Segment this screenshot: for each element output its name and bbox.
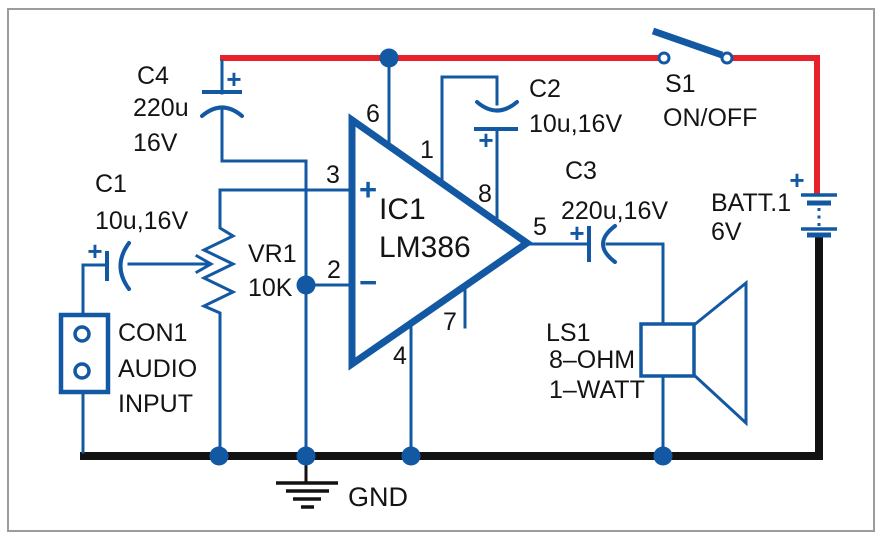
wiper-arrowhead-icon <box>194 253 215 275</box>
speaker-body <box>639 322 696 378</box>
con1-connector <box>58 312 111 395</box>
ls1-value-line1: 8–OHM <box>549 346 635 374</box>
capacitor-c4 <box>200 90 244 118</box>
c4-polarity-mark: + <box>226 64 241 94</box>
junction-dots <box>209 48 673 466</box>
opamp-triangle-icon <box>348 113 534 371</box>
vr1-ref-label: VR1 <box>248 240 297 268</box>
switch-contact-right-icon <box>720 51 734 65</box>
c1-curved-plate <box>118 241 131 291</box>
positive-rail <box>220 55 820 194</box>
batt1-polarity-mark: + <box>789 165 804 195</box>
speaker-horn-icon <box>692 279 748 427</box>
pin-label-5: 5 <box>533 213 547 241</box>
positive-rail-right <box>732 55 820 194</box>
gnd-label: GND <box>348 482 408 512</box>
switch-contact-left-icon <box>657 51 671 65</box>
pin-label-6: 6 <box>366 100 380 128</box>
con1-label-line1: AUDIO <box>118 355 197 383</box>
c1-ref-label: C1 <box>95 170 127 198</box>
con1-pin-bottom-icon <box>73 362 91 380</box>
pin-label-1: 1 <box>420 136 434 164</box>
pin-label-7: 7 <box>443 308 457 336</box>
c2-curved-plate <box>475 100 519 113</box>
c3-curved-plate <box>601 224 617 264</box>
c4-curved-plate <box>200 105 244 118</box>
vr1-value-label: 10K <box>248 274 293 302</box>
junction-dot-gnd-center <box>296 446 316 466</box>
c3-ref-label: C3 <box>565 157 597 185</box>
c3-value-label: 220u,16V <box>561 197 668 225</box>
ic1-ref-label: IC1 <box>379 193 426 226</box>
c2-value-label: 10u,16V <box>529 110 622 138</box>
junction-dot-gnd-vr1 <box>209 446 229 466</box>
con1-ref-label: CON1 <box>118 319 187 347</box>
junction-dot-pin2 <box>296 275 316 295</box>
switch-lever-icon <box>651 27 724 59</box>
c1-value-label: 10u,16V <box>95 207 188 235</box>
c3-speaker-net <box>605 242 665 326</box>
ls1-speaker <box>639 279 748 427</box>
pin-label-3: 3 <box>326 161 340 189</box>
ic1-plus-input-mark: + <box>359 172 377 207</box>
s1-ref-label: S1 <box>665 70 696 98</box>
batt1-value-label: 6V <box>711 218 742 246</box>
pin-label-4: 4 <box>393 342 407 370</box>
ic1-part-label: LM386 <box>379 231 471 264</box>
batt1-battery <box>801 193 837 238</box>
c2-ref-label: C2 <box>529 75 561 103</box>
c4-ref-label: C4 <box>137 62 169 90</box>
ground-rail <box>80 236 823 460</box>
capacitor-c1 <box>105 241 131 291</box>
s1-switch <box>651 27 734 65</box>
pin1-c2-bracket <box>440 75 499 186</box>
junction-dot-gnd-pin4 <box>401 446 421 466</box>
c1-polarity-mark: + <box>87 236 102 266</box>
ic1-minus-input-mark: − <box>359 265 377 300</box>
con1-pin-top-icon <box>73 325 91 343</box>
gnd-symbol-icon <box>276 460 338 509</box>
capacitor-c2 <box>474 100 519 131</box>
pin-label-2: 2 <box>327 256 341 284</box>
c2-polarity-mark: + <box>478 125 493 155</box>
c3-polarity-mark: + <box>569 218 584 248</box>
wires <box>81 59 665 454</box>
c4-to-ground-net <box>220 107 308 454</box>
ls1-value-line2: 1–WATT <box>549 376 645 404</box>
junction-dot-rail-pin6 <box>379 48 399 68</box>
junction-dot-gnd-speaker <box>653 446 673 466</box>
labels: C4 220u 16V + C1 10u,16V + CON1 AUDIO IN… <box>87 62 804 512</box>
c4-value-label: 220u <box>133 94 189 122</box>
capacitor-c3 <box>587 224 617 264</box>
c4-voltage-label: 16V <box>133 129 178 157</box>
pin-label-8: 8 <box>478 180 492 208</box>
pin3-vr1-net <box>200 188 355 454</box>
con1-label-line2: INPUT <box>118 390 193 418</box>
con1-c1-lead <box>81 263 109 317</box>
ls1-ref-label: LS1 <box>546 319 590 347</box>
s1-onoff-label: ON/OFF <box>663 104 757 132</box>
batt1-ref-label: BATT.1 <box>711 189 791 217</box>
